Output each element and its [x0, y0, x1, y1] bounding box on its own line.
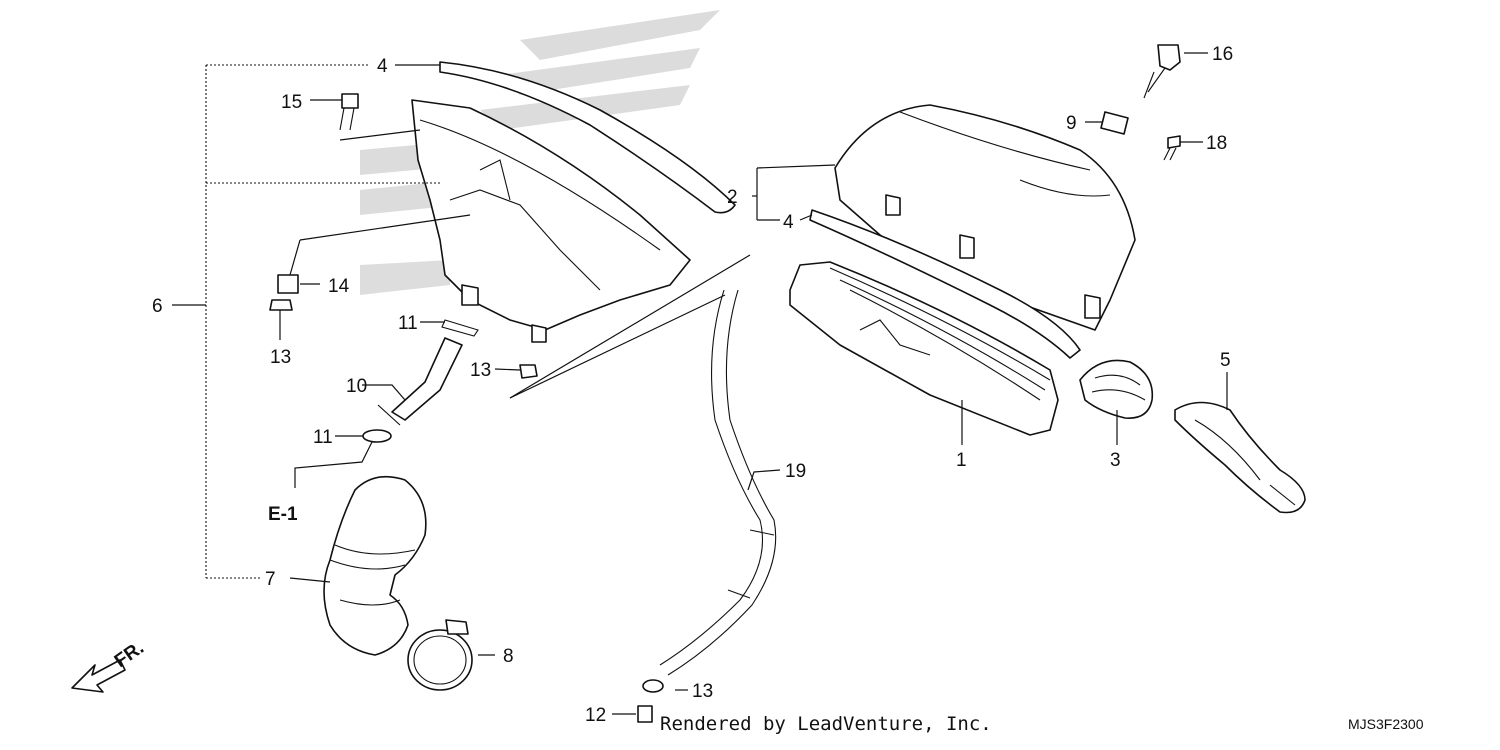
callout-4-top: 4 — [377, 56, 388, 77]
diagram-code: MJS3F2300 — [1348, 716, 1424, 732]
callout-11-upper: 11 — [398, 313, 418, 334]
clip-11-upper-part — [441, 319, 479, 337]
collar-14-part — [269, 299, 293, 311]
callout-18: 18 — [1206, 133, 1227, 154]
connecting-tube-part — [323, 475, 427, 656]
drain-hose-part — [659, 289, 777, 676]
render-credit: Rendered by LeadVenture, Inc. — [660, 713, 992, 735]
callout-17: 15 — [281, 92, 302, 113]
leader-lines — [172, 52, 1228, 715]
callout-12: 12 — [585, 705, 606, 726]
joint-part — [1079, 359, 1154, 419]
callout-1: 1 — [956, 450, 967, 471]
callout-3: 3 — [1110, 450, 1121, 471]
sensor-part — [1143, 44, 1181, 99]
callout-2: 2 — [727, 187, 738, 208]
callout-13-upper: 13 — [470, 360, 491, 381]
callout-8: 10 — [346, 376, 367, 397]
callout-16: 16 — [1212, 44, 1233, 65]
callout-14: 13 — [270, 347, 291, 368]
callout-4-lower: 4 — [783, 212, 794, 233]
front-direction-arrow-icon — [71, 659, 126, 693]
bolt-17-part — [339, 93, 359, 131]
callout-10: 8 — [503, 646, 514, 667]
drain-tube-part — [377, 337, 463, 426]
grommet-15-part — [277, 274, 299, 294]
callout-7: 7 — [265, 569, 276, 590]
callout-6: 6 — [152, 296, 163, 317]
air-cleaner-element-part — [789, 261, 1059, 436]
callout-11-lower: 11 — [313, 427, 333, 448]
hose-clamp-part — [407, 619, 473, 691]
air-cleaner-cover-part — [834, 104, 1136, 331]
callout-15: 14 — [328, 276, 350, 297]
screw-18-part — [1163, 135, 1181, 161]
grommet-part — [1100, 111, 1129, 135]
gasket-part — [439, 61, 736, 214]
intake-duct-part — [1174, 401, 1306, 514]
clip-11-lower-part — [362, 429, 392, 443]
clip-13-upper-part — [519, 364, 538, 379]
callout-9: 9 — [1066, 113, 1077, 134]
plug-12-part — [637, 705, 653, 723]
clip-13-lower-part — [642, 679, 664, 693]
gasket-lower-part — [809, 209, 1081, 359]
callout-13-lower: 13 — [692, 681, 713, 702]
callout-5: 5 — [1220, 350, 1231, 371]
air-cleaner-case-part — [411, 99, 691, 343]
callout-19: 19 — [785, 461, 806, 482]
reference-label-e1: E-1 — [268, 504, 298, 525]
